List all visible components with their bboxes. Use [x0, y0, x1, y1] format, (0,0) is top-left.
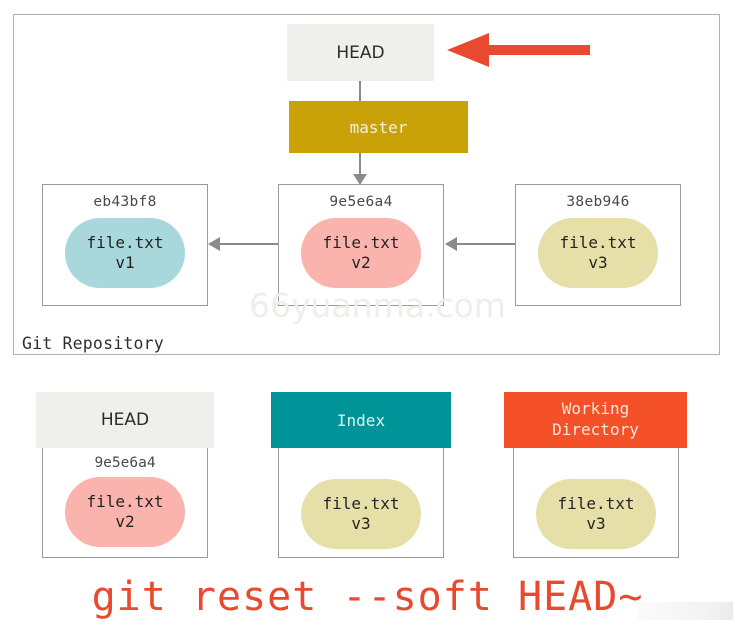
repo-head-pointer-box: HEAD	[287, 24, 434, 81]
commit-blob-filename: file.txt	[86, 233, 164, 252]
area-index-body: file.txt v3	[278, 448, 444, 558]
commit-box-eb43bf8: eb43bf8 file.txt v1	[42, 184, 208, 306]
area-index-blob: file.txt v3	[301, 479, 421, 549]
commit-hash: 38eb946	[566, 194, 630, 210]
area-head-hash: 9e5e6a4	[94, 455, 156, 471]
watermark-text: 66yuanma.com	[249, 286, 506, 325]
area-index-blob-version: v3	[351, 514, 371, 533]
area-index-blob-filename: file.txt	[322, 494, 400, 513]
area-working-directory-header: Working Directory	[504, 392, 687, 448]
arrow-commit3-to-commit2-icon	[445, 237, 457, 251]
area-working-directory-blob-filename: file.txt	[557, 494, 635, 513]
repo-branch-master-box: master	[289, 101, 468, 153]
area-index-title: Index	[336, 410, 386, 430]
repo-head-pointer-label: HEAD	[336, 42, 385, 63]
commit-blob-version: v2	[351, 253, 371, 272]
area-working-directory-blob-version: v3	[586, 514, 606, 533]
annotation-arrow-shaft	[487, 45, 590, 55]
area-working-directory-body: file.txt v3	[513, 448, 679, 558]
commit-hash: 9e5e6a4	[329, 194, 393, 210]
arrow-commit2-to-commit1-icon	[208, 237, 220, 251]
commit-blob-version: v1	[115, 253, 135, 272]
area-index-header: Index	[271, 392, 451, 448]
repo-branch-master-label: master	[349, 117, 408, 137]
commit-blob-filename: file.txt	[322, 233, 400, 252]
area-head-body: 9e5e6a4 file.txt v2	[42, 448, 208, 558]
commit-blob-v3: file.txt v3	[538, 218, 658, 288]
arrow-master-to-commit-icon	[353, 174, 367, 185]
area-working-directory-title-line2: Directory	[552, 420, 639, 439]
command-caption: git reset --soft HEAD~	[91, 574, 644, 620]
commit-blob-filename: file.txt	[559, 233, 637, 252]
watermark-corner-artifact	[637, 602, 733, 620]
connector-master-to-commit	[359, 153, 361, 175]
area-head-blob-filename: file.txt	[86, 492, 164, 511]
commit-hash: eb43bf8	[93, 194, 157, 210]
connector-head-to-master	[359, 81, 361, 101]
area-head-blob: file.txt v2	[65, 477, 185, 547]
commit-box-38eb946: 38eb946 file.txt v3	[515, 184, 681, 306]
area-working-directory-blob: file.txt v3	[536, 479, 656, 549]
connector-commit3-to-commit2	[457, 243, 515, 245]
area-working-directory-title-line1: Working	[561, 399, 630, 419]
commit-blob-v1: file.txt v1	[65, 218, 185, 288]
commit-box-9e5e6a4: 9e5e6a4 file.txt v2	[278, 184, 444, 306]
git-repository-label: Git Repository	[22, 334, 164, 353]
annotation-arrow-head-icon	[447, 33, 489, 67]
area-head-blob-version: v2	[115, 512, 135, 531]
commit-blob-v2: file.txt v2	[301, 218, 421, 288]
connector-commit2-to-commit1	[220, 243, 278, 245]
area-head-header: HEAD	[36, 392, 214, 448]
area-head-title: HEAD	[100, 410, 150, 430]
commit-blob-version: v3	[588, 253, 608, 272]
